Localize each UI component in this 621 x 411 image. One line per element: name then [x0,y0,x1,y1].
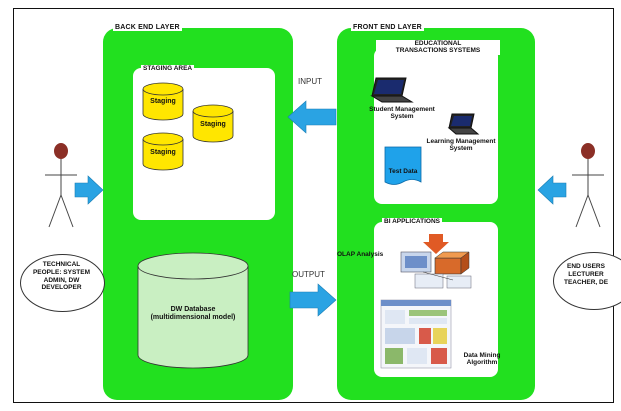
end-users-label: END USERS LECTURER TEACHER, DE [556,263,616,286]
lms-line2: System [449,145,473,153]
left-actor-line2: PEOPLE: SYSTEM [32,268,91,276]
learning-management-label: Learning Management System [420,138,502,153]
laptop-icon [447,113,480,135]
dm-line2: Algorithm [466,359,498,367]
end-users-ellipse [553,252,621,310]
back-end-layer-title: BACK END LAYER [113,24,182,31]
olap-graphic [400,234,472,289]
staging-label-1: Staging [150,98,176,105]
right-actor-line1: END USERS [567,263,605,270]
dashboard-graphic [380,299,452,369]
educational-systems-title: EDUCATIONAL TRANSACTIONS SYSTEMS [376,40,500,55]
staging-area-title: STAGING AREA [141,65,195,72]
student-management-label: Student Management System [362,106,442,121]
test-data-label: Test Data [388,168,418,175]
end-user-arrow [537,175,567,205]
diagram-frame [13,8,614,403]
end-user-person-icon [572,143,604,228]
technical-people-ellipse [20,254,105,312]
edu-title-line2: TRANSACTIONS SYSTEMS [395,47,481,55]
bi-applications-title: BI APPLICATIONS [382,218,442,225]
staging-cylinder-1 [142,82,184,121]
left-actor-line4: DEVELOPER [41,284,82,292]
right-actor-line3: TEACHER, DE [563,278,609,286]
dw-database-line1: DW Database [170,306,216,313]
sms-line1: Student Management [369,106,435,113]
input-arrow [287,100,337,134]
dm-line1: Data Mining [463,352,501,359]
technical-person-icon [45,143,77,228]
staging-cylinder-3 [142,132,184,171]
right-actor-line2: LECTURER [568,270,604,278]
dw-database-cylinder [137,252,249,369]
edu-title-line1: EDUCATIONAL [414,40,462,47]
staging-label-3: Staging [150,149,176,156]
document-icon [384,146,422,185]
sms-line2: System [390,113,414,121]
output-label: OUTPUT [292,270,325,279]
left-actor-line1: TECHNICAL [42,261,81,268]
technical-people-label: TECHNICAL PEOPLE: SYSTEM ADMIN, DW DEVEL… [20,261,103,292]
data-mining-label: Data Mining Algorithm [454,352,510,367]
input-label: INPUT [298,77,322,86]
laptop-icon [370,77,414,103]
dw-database-line2: (multidimensional model) [150,314,236,322]
output-arrow [289,283,337,317]
staging-label-2: Staging [200,121,226,128]
technical-arrow [74,175,104,205]
lms-line1: Learning Management [426,138,496,145]
dw-database-label: DW Database (multidimensional model) [137,306,249,322]
front-end-layer-title: FRONT END LAYER [351,24,424,31]
staging-cylinder-2 [192,104,234,143]
left-actor-line3: ADMIN, DW [43,276,80,284]
olap-analysis-label: OLAP Analysis [337,251,384,258]
